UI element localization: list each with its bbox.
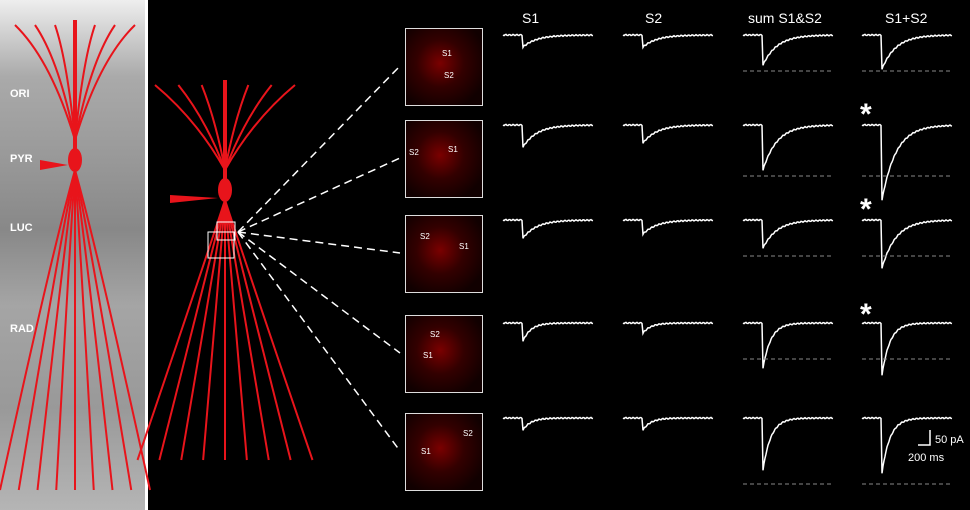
epsc-trace	[622, 33, 714, 50]
epsc-trace	[742, 321, 834, 369]
center-neuron-basal-dendrite	[158, 199, 226, 461]
epsc-trace	[622, 123, 714, 144]
left-neuron-oblique-dendrite	[54, 24, 76, 141]
left-neuron-oblique-dendrite	[74, 24, 136, 141]
epsc-trace	[861, 218, 953, 269]
left-neuron-basal-dendrite	[74, 169, 114, 491]
column-header-s1: S1	[522, 10, 540, 26]
dashed-arrow	[237, 157, 401, 233]
center-neuron-basal-dendrite	[202, 199, 226, 461]
pipette	[40, 160, 68, 170]
scale-bar-current: 50 pA	[935, 434, 964, 446]
epsc-trace	[742, 416, 834, 471]
significance-asterisk: *	[860, 298, 872, 331]
left-neuron-oblique-dendrite	[34, 24, 76, 141]
zoom-box	[207, 231, 235, 259]
significance-asterisk: *	[860, 193, 872, 226]
zoom-box	[216, 221, 236, 241]
center-neuron-oblique-dendrite	[224, 84, 273, 171]
left-neuron-oblique-dendrite	[14, 24, 76, 141]
epsc-trace	[861, 416, 953, 474]
epsc-trace	[502, 123, 594, 148]
center-neuron-basal-dendrite	[224, 199, 248, 461]
left-neuron-basal-dendrite	[0, 169, 76, 491]
center-neuron-oblique-dendrite	[224, 84, 296, 171]
center-neuron-oblique-dendrite	[154, 84, 226, 171]
center-neuron-basal-dendrite	[224, 199, 314, 461]
dashed-arrow	[237, 231, 401, 254]
center-neuron-soma	[218, 178, 232, 202]
panel-divider	[145, 0, 148, 510]
left-neuron-basal-dendrite	[36, 169, 76, 491]
left-neuron-basal-dendrite	[55, 169, 76, 491]
dashed-arrow	[237, 65, 401, 233]
epsc-trace	[861, 123, 953, 201]
layer-label-ori: ORI	[10, 88, 30, 100]
left-neuron-oblique-dendrite	[74, 24, 96, 141]
epsc-trace	[742, 123, 834, 171]
center-neuron-oblique-dendrite	[224, 84, 250, 171]
dashed-arrow	[237, 231, 401, 452]
significance-asterisk: *	[860, 98, 872, 131]
left-neuron-basal-dendrite	[74, 169, 133, 491]
dashed-arrow	[237, 231, 401, 354]
scale-bar-time: 200 ms	[908, 452, 945, 464]
epsc-trace	[502, 33, 594, 50]
epsc-trace	[502, 218, 594, 239]
column-header-s2: S2	[645, 10, 663, 26]
epsc-trace	[861, 33, 953, 70]
left-neuron-oblique-dendrite	[74, 24, 116, 141]
epsc-trace	[861, 321, 953, 376]
left-neuron-basal-dendrite	[74, 169, 95, 491]
center-neuron-basal-dendrite	[224, 199, 270, 461]
center-neuron-oblique-dendrite	[177, 84, 226, 171]
left-neuron-basal-dendrite	[74, 169, 151, 491]
scale-bar	[918, 430, 931, 446]
epsc-trace	[742, 218, 834, 249]
epsc-trace	[742, 33, 834, 66]
left-neuron-soma	[68, 148, 82, 172]
pipette	[170, 195, 218, 203]
epsc-trace	[502, 321, 594, 342]
epsc-trace	[622, 416, 714, 431]
layer-label-luc: LUC	[10, 222, 33, 234]
column-header-s1s2: S1+S2	[885, 10, 928, 26]
epsc-trace	[622, 218, 714, 237]
epsc-trace	[502, 416, 594, 431]
center-neuron-basal-dendrite	[180, 199, 226, 461]
layer-label-pyr: PYR	[10, 153, 33, 165]
center-neuron-oblique-dendrite	[200, 84, 226, 171]
epsc-trace	[622, 321, 714, 336]
left-neuron-basal-dendrite	[17, 169, 76, 491]
center-neuron-basal-dendrite	[136, 199, 226, 461]
layer-label-rad: RAD	[10, 323, 34, 335]
column-header-sum: sum S1&S2	[748, 10, 822, 26]
